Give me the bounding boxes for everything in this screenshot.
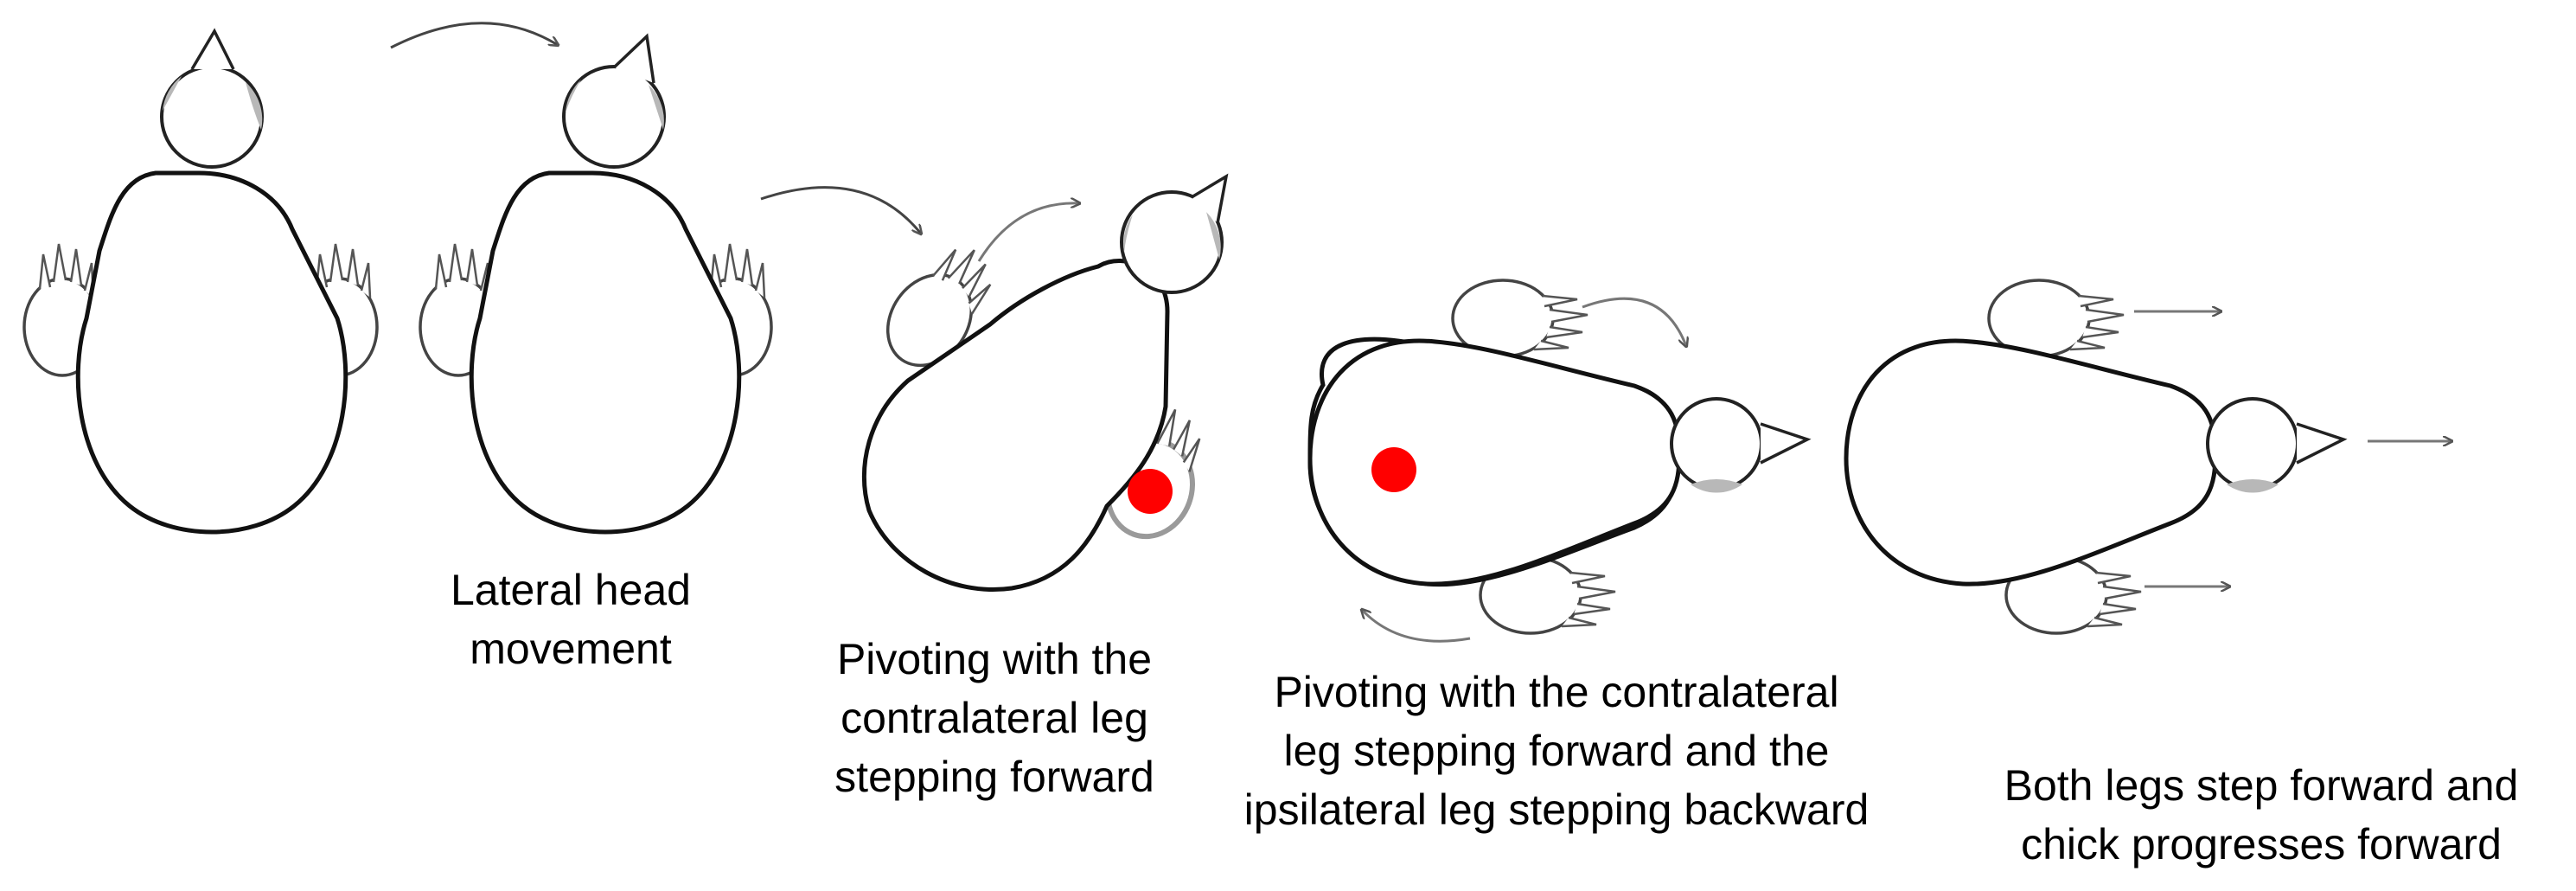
caption-line: Pivoting with the contralateral: [1274, 668, 1839, 716]
chick-head: [562, 33, 666, 169]
chick-4: [1307, 279, 1812, 643]
pivot-point-marker: [1371, 447, 1416, 492]
caption-line: Both legs step forward and: [2004, 761, 2519, 810]
caption-line: ipsilateral leg stepping backward: [1243, 785, 1870, 834]
chick-head: [160, 28, 264, 169]
caption-step-2: Lateral head movement: [432, 561, 709, 678]
chick-body: [75, 170, 348, 535]
chick-head: [1120, 173, 1229, 294]
caption-line: stepping forward: [834, 753, 1154, 801]
pivot-arrow: [760, 186, 921, 234]
caption-line: Lateral head: [450, 566, 691, 614]
caption-line: movement: [470, 625, 672, 673]
step-forward-arrow: [1582, 297, 1686, 346]
head-turn-arrow: [390, 22, 558, 49]
caption-line: leg stepping forward and the: [1283, 727, 1830, 775]
chick-body: [469, 170, 742, 535]
chick-3: [861, 173, 1229, 592]
caption-step-5: Both legs step forward and chick progres…: [1959, 756, 2564, 874]
caption-step-3: Pivoting with the contralateral leg step…: [796, 630, 1193, 806]
caption-line: Pivoting with the: [836, 635, 1153, 683]
chick-body-outline: [1307, 338, 1682, 587]
chick-5: [1844, 279, 2451, 635]
chick-body: [861, 259, 1170, 592]
caption-step-4: Pivoting with the contralateral leg step…: [1193, 663, 1920, 839]
caption-line: chick progresses forward: [2021, 820, 2502, 869]
chick-1: [22, 28, 379, 535]
caption-line: contralateral leg: [841, 694, 1148, 742]
chick-2: [419, 33, 773, 535]
step-backward-arrow: [1362, 610, 1471, 643]
chick-head: [2206, 397, 2348, 493]
chick-body-outline: [1844, 338, 2218, 587]
chick-head: [1670, 397, 1812, 493]
pivot-point-marker: [1128, 469, 1173, 514]
step-forward-arrow: [977, 203, 1079, 262]
